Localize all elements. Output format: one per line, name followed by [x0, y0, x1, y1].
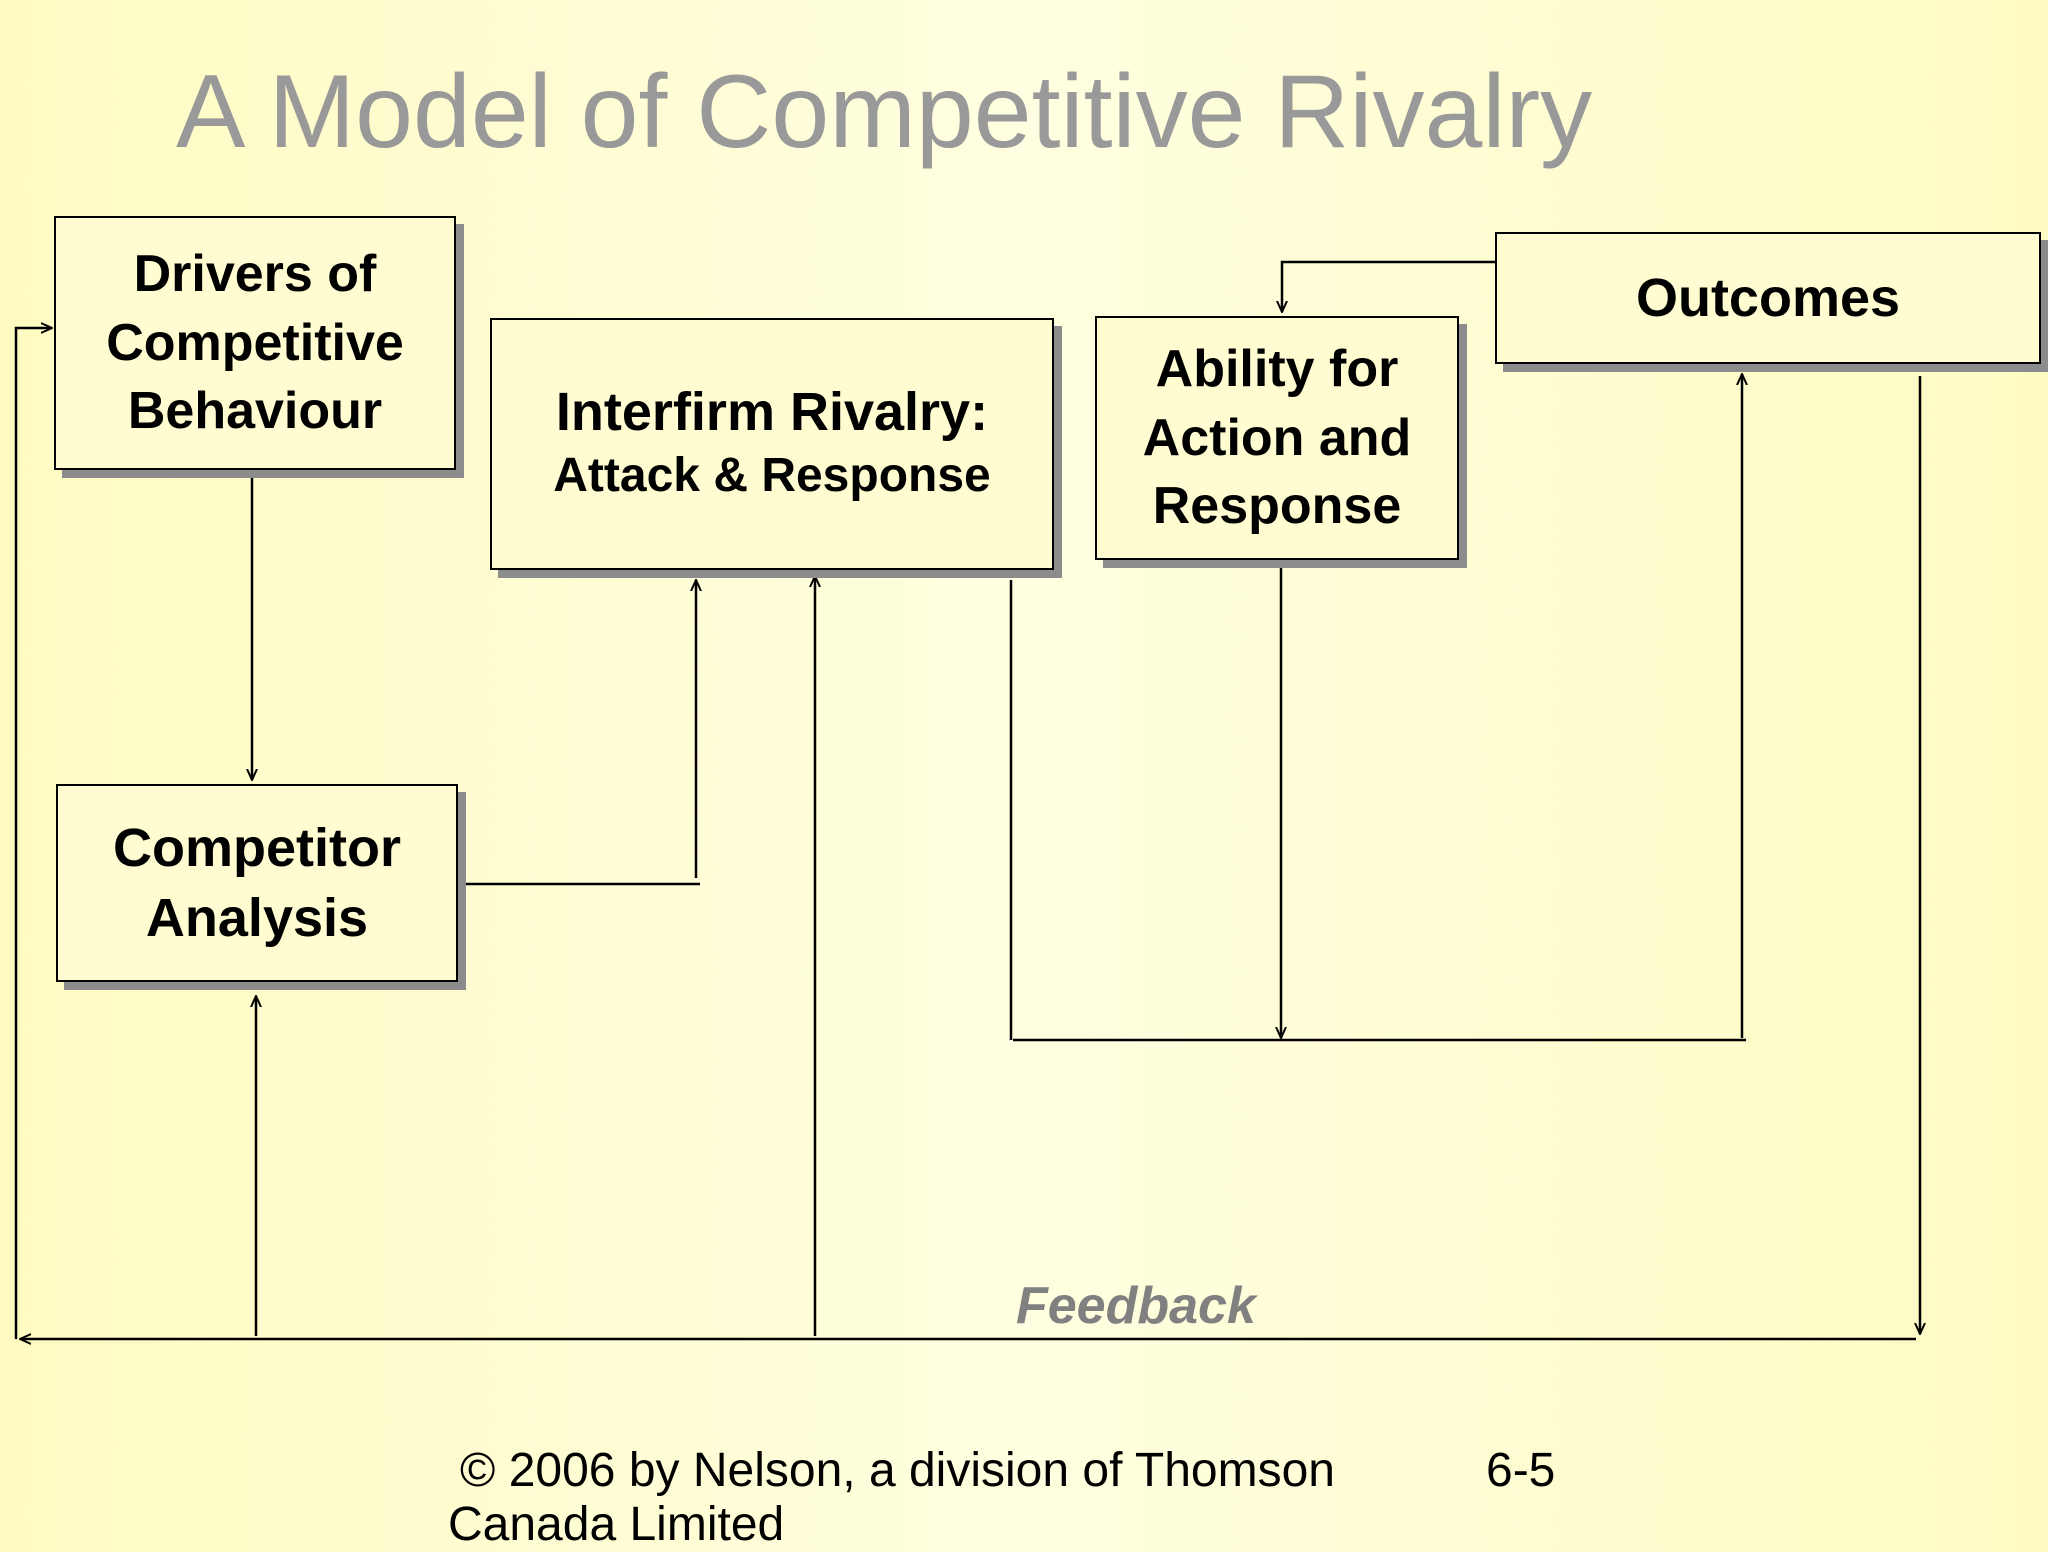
- ability-line-2: Action and: [1142, 408, 1412, 467]
- feedback-to-drivers: [14, 328, 52, 1339]
- drivers-line-2: Competitive: [106, 313, 404, 372]
- drivers-line-3: Behaviour: [127, 382, 383, 441]
- competitor-line-2: Analysis: [145, 888, 369, 948]
- connector-outcomes-to-ability: [1282, 260, 1495, 312]
- competitor-analysis-box: Competitor Analysis: [56, 784, 458, 982]
- drivers-line-1: Drivers of: [133, 245, 377, 304]
- feedback-label: Feedback: [1016, 1277, 1256, 1335]
- rivalry-line-1: Interfirm Rivalry:: [555, 382, 989, 443]
- ability-line-1: Ability for: [1155, 340, 1399, 399]
- rivalry-line-2: Attack & Response: [553, 449, 991, 503]
- copyright-line-2: Canada Limited: [448, 1497, 785, 1551]
- outcomes-label: Outcomes: [1635, 268, 1901, 328]
- ability-box: Ability for Action and Response: [1095, 316, 1459, 560]
- drivers-box: Drivers of Competitive Behaviour: [54, 216, 456, 470]
- copyright-line-1: © 2006 by Nelson, a division of Thomson: [460, 1444, 1335, 1497]
- slide-title: A Model of Competitive Rivalry: [176, 54, 1593, 170]
- slide-number: 6-5: [1486, 1444, 1556, 1497]
- competitor-line-1: Competitor: [113, 817, 401, 878]
- ability-line-3: Response: [1152, 477, 1402, 536]
- outcomes-box: Outcomes: [1495, 232, 2041, 364]
- footer-copyright: © 2006 by Nelson, a division of Thomson …: [448, 1444, 1428, 1552]
- interfirm-rivalry-box: Interfirm Rivalry: Attack & Response: [490, 318, 1054, 570]
